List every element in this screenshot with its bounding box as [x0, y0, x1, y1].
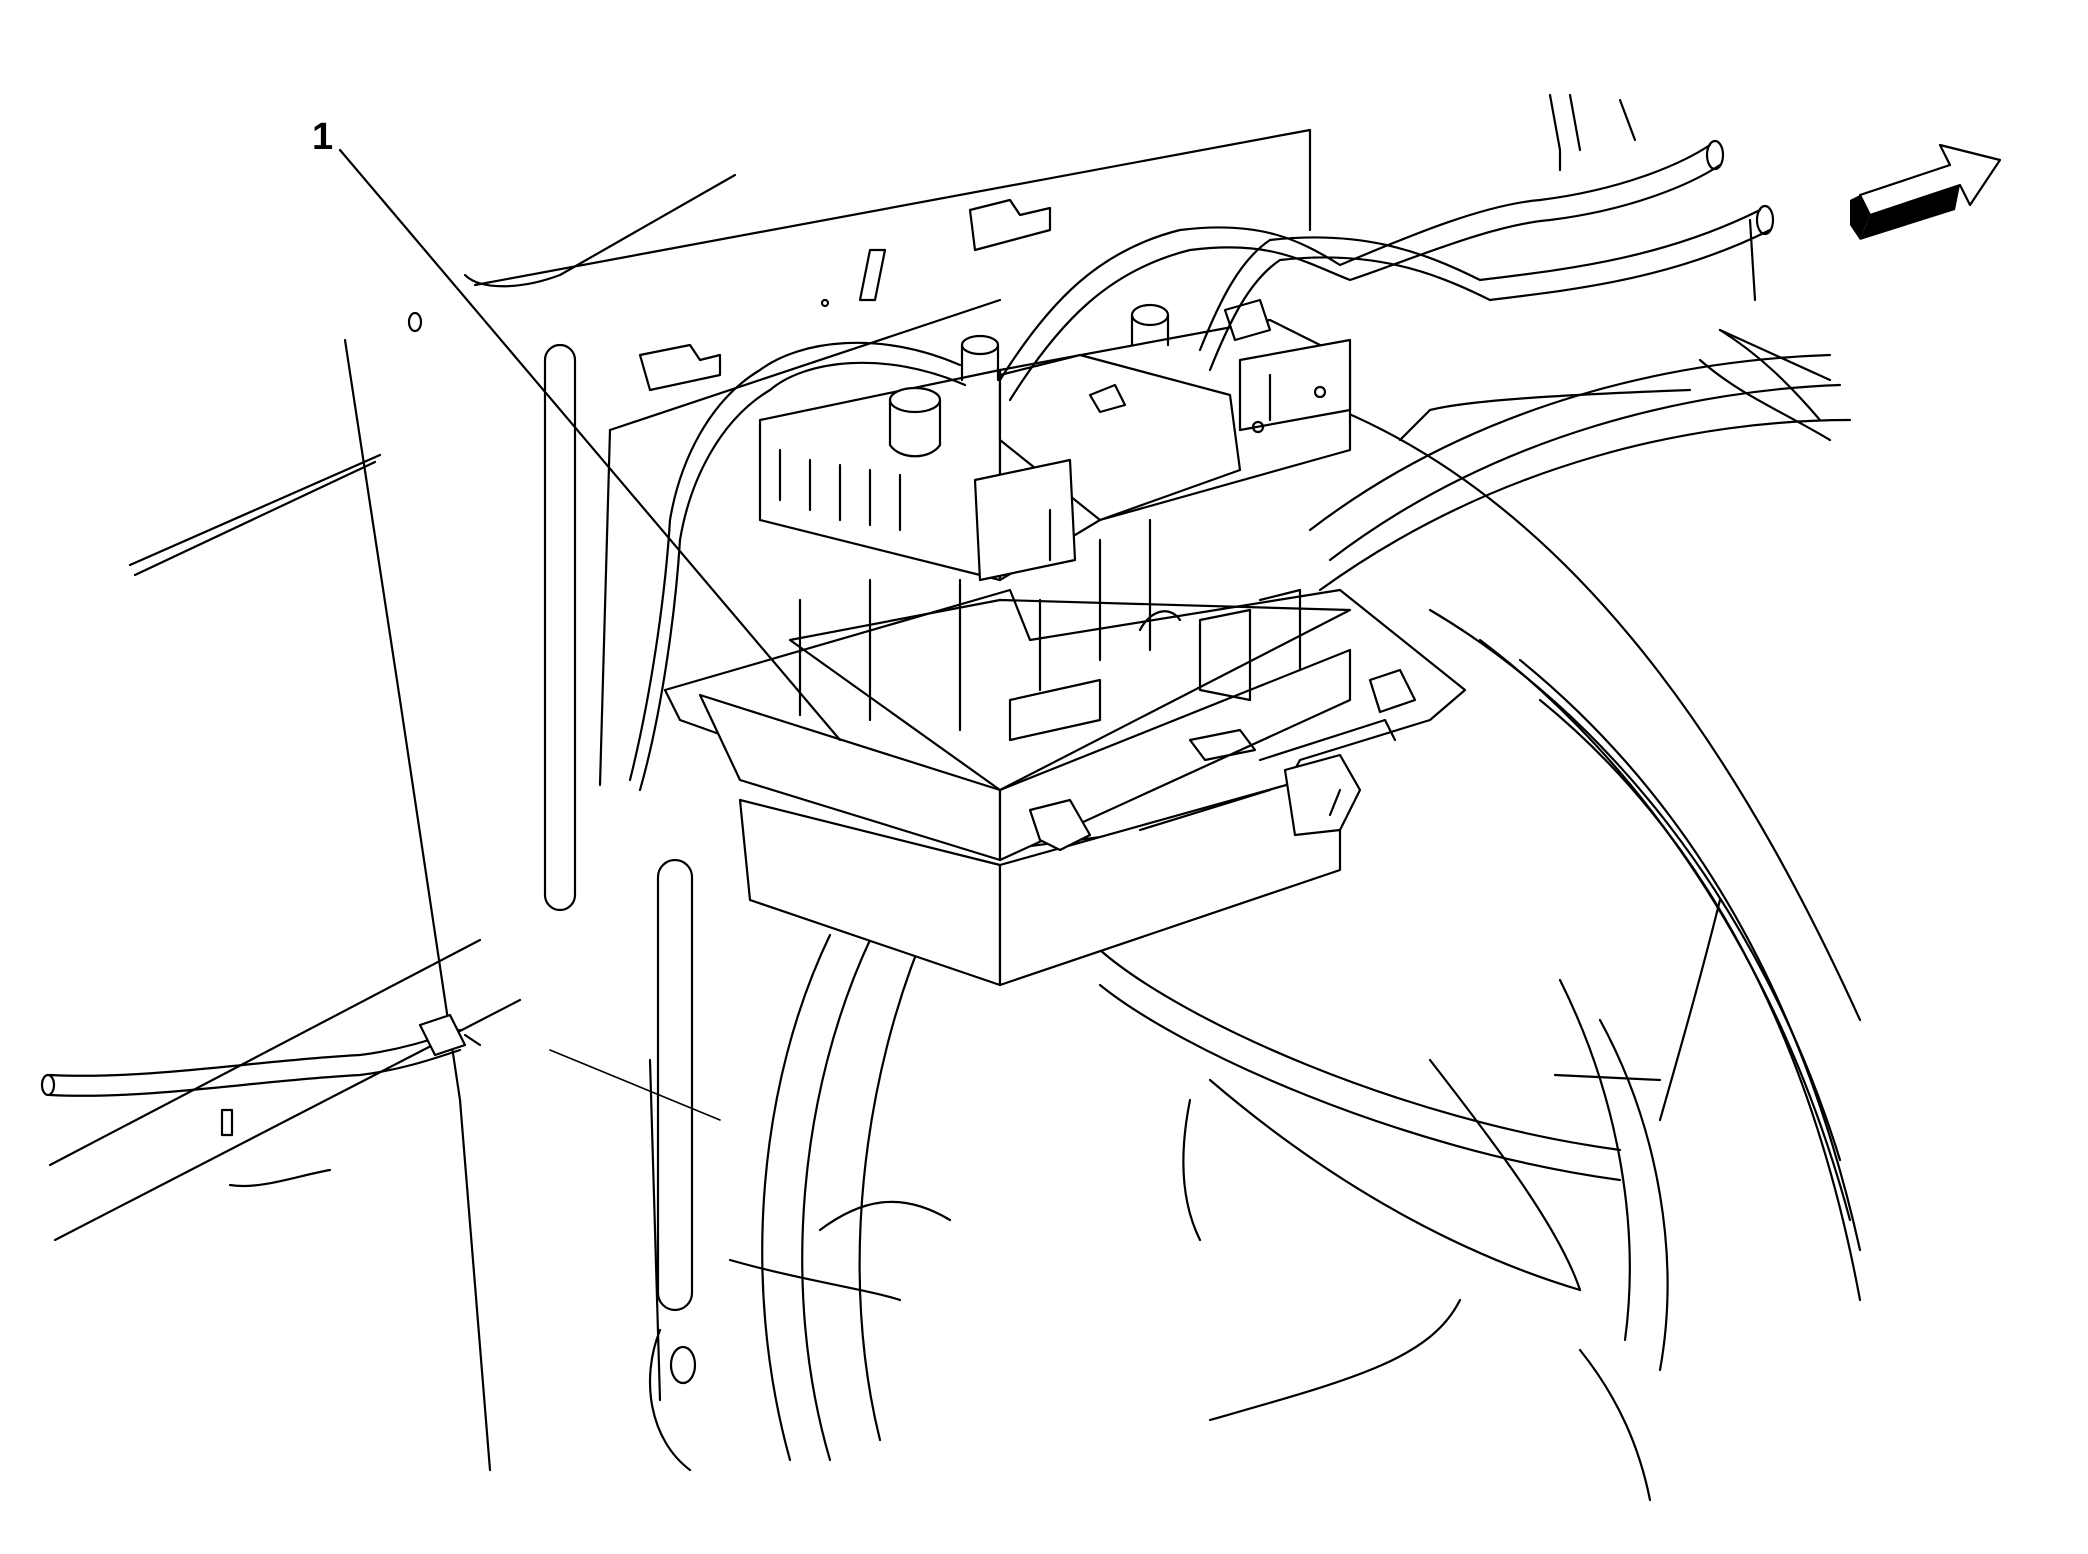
callout-leader-line — [338, 148, 842, 742]
callout-1: 1 — [312, 116, 334, 158]
wiring-harness — [40, 139, 1775, 1097]
body-panel — [48, 128, 1662, 1472]
forward-arrow-icon — [1850, 143, 2002, 240]
wheelhouse — [728, 93, 1862, 1502]
fuse-block — [663, 518, 1467, 987]
relay-module — [758, 298, 1352, 582]
